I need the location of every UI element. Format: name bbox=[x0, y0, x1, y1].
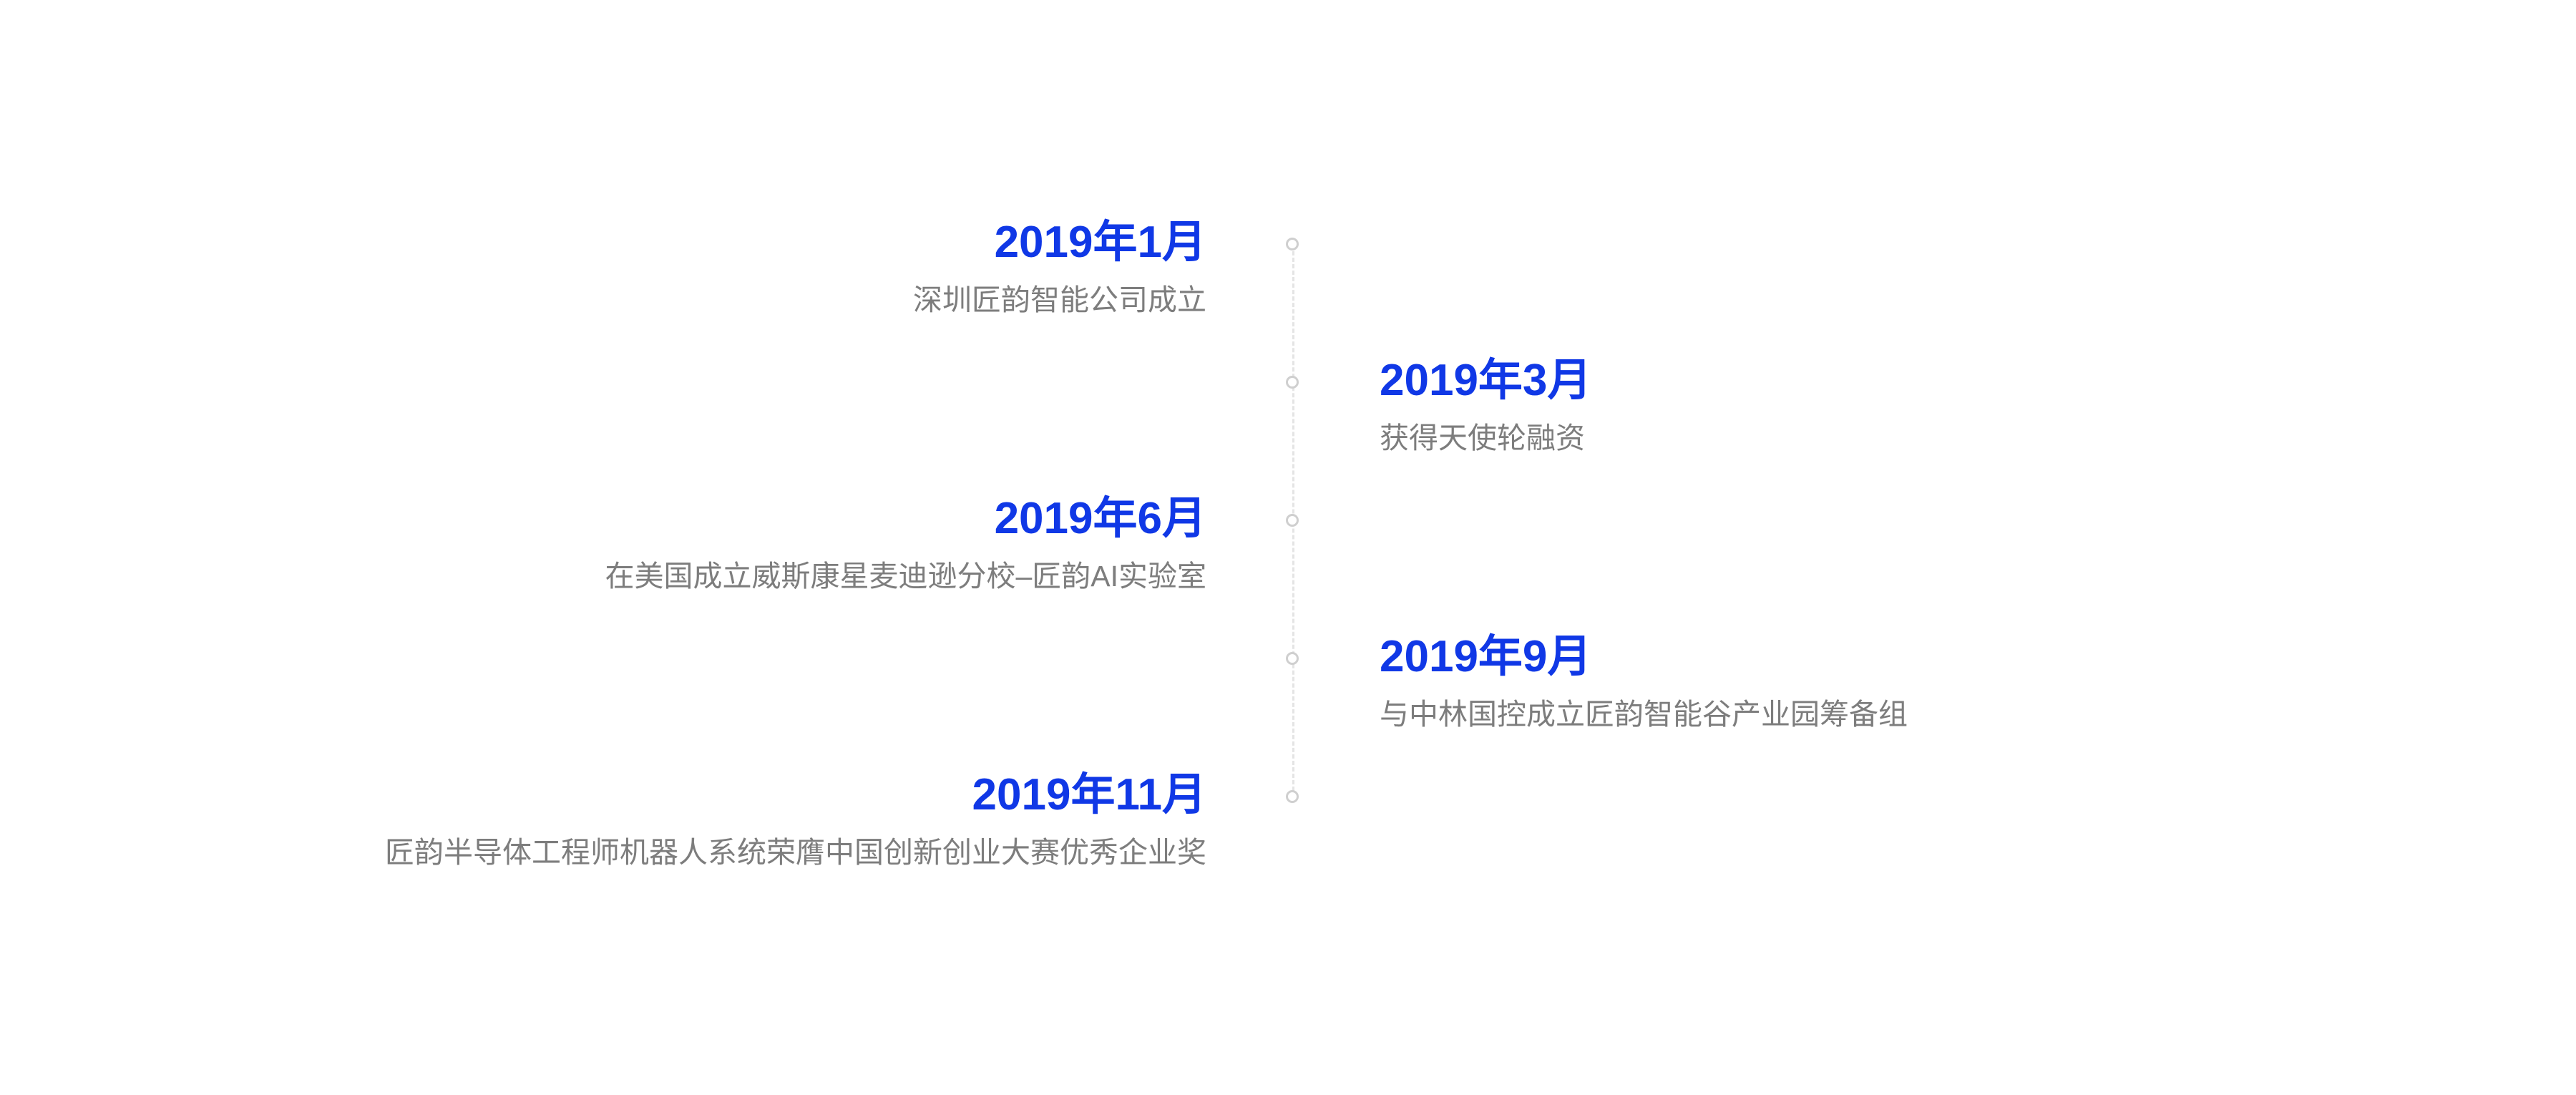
timeline-event: 2019年3月 获得天使轮融资 bbox=[1380, 355, 1591, 457]
timeline-node bbox=[1286, 790, 1299, 803]
timeline-node bbox=[1286, 376, 1299, 389]
event-date: 2019年6月 bbox=[994, 494, 1206, 543]
event-description: 获得天使轮融资 bbox=[1380, 422, 1585, 454]
event-date: 2019年9月 bbox=[1380, 632, 1592, 681]
timeline-event: 2019年9月 与中林国控成立匠韵智能谷产业园筹备组 bbox=[1380, 631, 1908, 733]
timeline-event: 2019年6月 在美国成立威斯康星麦迪逊分校–匠韵AI实验室 bbox=[605, 493, 1206, 595]
timeline-node bbox=[1286, 514, 1299, 527]
event-date: 2019年11月 bbox=[972, 770, 1206, 819]
timeline-event: 2019年1月 深圳匠韵智能公司成立 bbox=[913, 217, 1206, 318]
event-date: 2019年3月 bbox=[1380, 356, 1592, 405]
timeline-node bbox=[1286, 652, 1299, 665]
event-description: 在美国成立威斯康星麦迪逊分校–匠韵AI实验室 bbox=[605, 560, 1206, 593]
event-description: 与中林国控成立匠韵智能谷产业园筹备组 bbox=[1380, 698, 1908, 731]
timeline-event: 2019年11月 匠韵半导体工程师机器人系统荣膺中国创新创业大赛优秀企业奖 bbox=[385, 769, 1206, 871]
timeline-node bbox=[1286, 238, 1299, 250]
event-description: 深圳匠韵智能公司成立 bbox=[913, 283, 1206, 316]
event-date: 2019年1月 bbox=[994, 218, 1206, 267]
event-description: 匠韵半导体工程师机器人系统荣膺中国创新创业大赛优秀企业奖 bbox=[385, 836, 1206, 869]
